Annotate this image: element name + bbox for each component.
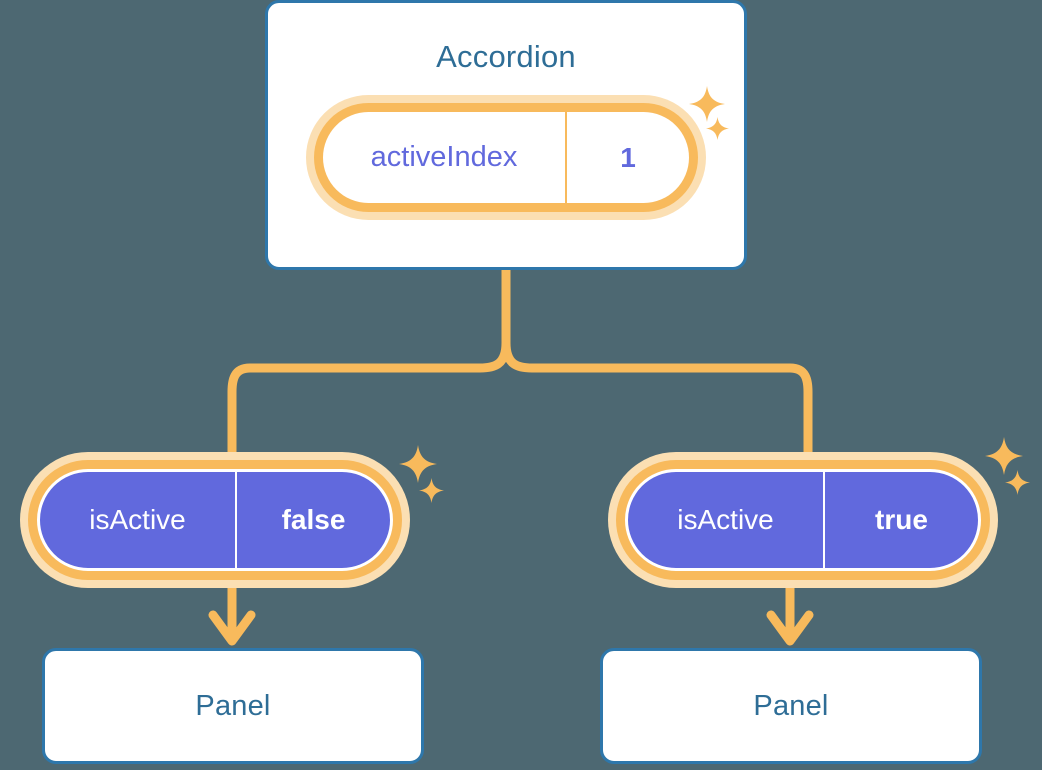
branch-connector-right-icon	[501, 338, 813, 467]
branch-connector-icon	[227, 265, 511, 475]
sparkle-icon	[985, 437, 1023, 475]
panel-title-right: Panel	[753, 689, 829, 722]
pill-body: isActive false	[37, 469, 393, 571]
accordion-title: Accordion	[436, 39, 576, 74]
state-pill-is-active-left[interactable]: isActive false	[20, 452, 410, 588]
arrow-down-right-icon	[766, 610, 814, 646]
sparkle-small-icon	[419, 478, 444, 503]
state-key-label: activeIndex	[370, 141, 518, 173]
state-value-label: false	[235, 472, 390, 568]
state-value-label: 1	[565, 112, 689, 203]
state-pill-active-index[interactable]: activeIndex 1	[306, 95, 706, 220]
panel-title-left: Panel	[195, 689, 271, 722]
sparkle-icon	[689, 86, 725, 122]
state-key-label: isActive	[89, 504, 186, 535]
pill-body: activeIndex 1	[323, 112, 689, 203]
sparkle-small-icon	[1005, 470, 1030, 495]
panel-component-card-right[interactable]: Panel	[600, 648, 982, 764]
state-pill-is-active-right[interactable]: isActive true	[608, 452, 998, 588]
state-value-label: true	[823, 472, 978, 568]
panel-component-card-left[interactable]: Panel	[42, 648, 424, 764]
state-key-label: isActive	[677, 504, 774, 535]
arrow-down-left-icon	[208, 610, 256, 646]
pill-body: isActive true	[625, 469, 981, 571]
sparkle-small-icon	[706, 117, 729, 140]
